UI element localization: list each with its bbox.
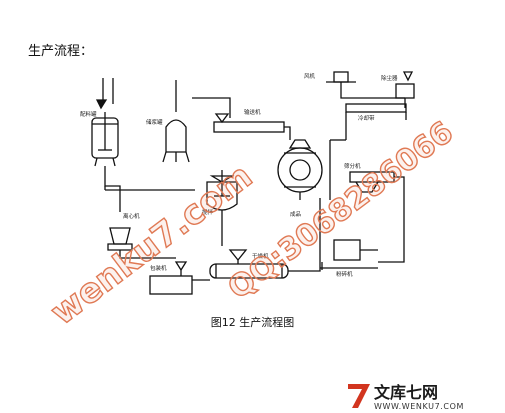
logo-name: 文库七网 [374, 383, 438, 402]
brand-logo: 文库七网 WWW.WENKU7.COM [348, 383, 464, 411]
logo-url: WWW.WENKU7.COM [374, 402, 464, 411]
label-mixer: 搅拌 [202, 208, 214, 216]
figure-caption: 图12 生产流程图 [210, 316, 295, 329]
label-fan: 风机 [304, 72, 316, 80]
label-pump-left: 离心机 [123, 212, 140, 220]
label-grinder: 粉碎机 [336, 270, 353, 278]
page-heading: 生产流程： [28, 44, 94, 59]
label-dryer: 干燥机 [252, 252, 269, 260]
label-dust-collector: 除尘器 [381, 74, 398, 82]
logo-seven-mark [348, 384, 370, 408]
label-cooling-belt: 冷却带 [358, 114, 375, 122]
label-packaging: 包装机 [150, 264, 167, 272]
label-storage-tower: 储浆罐 [146, 118, 163, 126]
watermark-site-text: wenku7.com [43, 156, 260, 333]
label-product: 成品 [290, 210, 302, 218]
diagram-lines [91, 71, 415, 295]
label-separator: 筛分机 [344, 162, 361, 170]
component-labels: 配料罐 储浆罐 输送机 离心机 搅拌 干燥机 风机 除尘器 冷却带 筛分机 粉碎… [80, 72, 398, 278]
label-conveyor: 输送机 [244, 108, 261, 116]
label-tank-left: 配料罐 [80, 110, 97, 118]
watermark-site: wenku7.com [43, 155, 261, 333]
